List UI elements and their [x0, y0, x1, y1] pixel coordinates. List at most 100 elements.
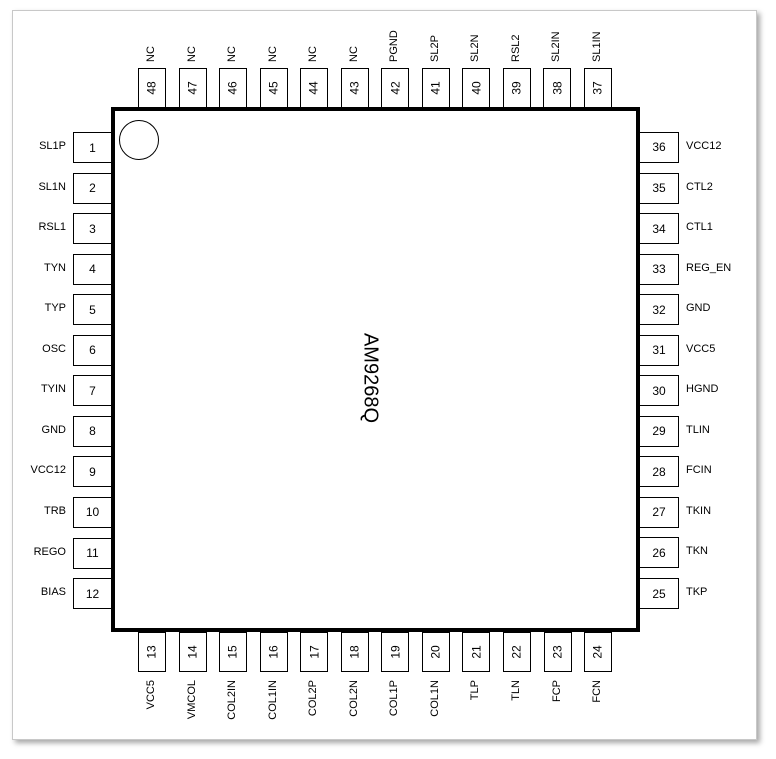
- pin-label: REG_EN: [686, 261, 732, 274]
- pin-number: 43: [347, 81, 362, 95]
- pin-number: 28: [652, 464, 666, 479]
- pin-number: 31: [652, 343, 666, 358]
- pin-number: 1: [89, 140, 96, 155]
- pin-number: 19: [388, 645, 403, 659]
- pin-label: SL2P: [428, 35, 441, 62]
- pin-label: NC: [347, 46, 360, 62]
- pin-label: NC: [226, 46, 239, 62]
- pin-label: SL2IN: [550, 31, 563, 62]
- pin-25: 25: [639, 578, 679, 609]
- pin-number: 23: [550, 645, 565, 659]
- pin-number: 4: [89, 262, 96, 277]
- pin-label: TLN: [509, 680, 522, 701]
- pin-number: 13: [144, 645, 159, 659]
- pin-number: 38: [550, 81, 565, 95]
- pin-42: 42: [381, 68, 410, 108]
- pin-label: TLP: [469, 680, 482, 701]
- pin-number: 12: [85, 586, 100, 601]
- pin-41: 41: [421, 68, 450, 108]
- pin-label: SL2N: [469, 34, 482, 62]
- pin-3: 3: [73, 213, 112, 245]
- pin-18: 18: [340, 632, 369, 672]
- pin-number: 7: [89, 383, 96, 398]
- pin-label: SL1IN: [591, 31, 603, 62]
- pin-16: 16: [259, 632, 288, 672]
- pin-number: 26: [652, 545, 666, 560]
- chip-body: [111, 107, 640, 632]
- pin-number: 32: [652, 302, 666, 317]
- pin-number: 47: [185, 81, 200, 95]
- pin-number: 25: [652, 586, 666, 601]
- pin-label: TKIN: [686, 504, 712, 517]
- pin-27: 27: [639, 496, 679, 528]
- pin-number: 30: [652, 383, 666, 398]
- pin-number: 14: [185, 645, 200, 659]
- pin-label: CTL1: [686, 221, 713, 234]
- pin-label: BIAS: [40, 586, 66, 599]
- pin-label: GND: [41, 423, 66, 436]
- pin-43: 43: [340, 68, 369, 108]
- pin-label: TYIN: [40, 383, 66, 396]
- pin-14: 14: [178, 632, 207, 672]
- pin-number: 42: [388, 81, 403, 95]
- pin-36: 36: [639, 131, 679, 163]
- pin-label: PGND: [388, 30, 401, 62]
- pin-30: 30: [639, 375, 679, 407]
- pin-label: COL2N: [347, 680, 360, 717]
- pin-label: REGO: [33, 545, 66, 558]
- pin-label: COL2P: [307, 680, 320, 717]
- pin-33: 33: [639, 253, 679, 285]
- pin-label: COL2IN: [226, 680, 239, 720]
- pin-26: 26: [639, 537, 679, 569]
- pin-label: HGND: [686, 383, 719, 396]
- pin-label: VCC5: [145, 680, 157, 710]
- pin-6: 6: [73, 334, 112, 366]
- chip-name: AM9268Q: [359, 332, 382, 424]
- pin-number: 29: [652, 424, 666, 439]
- pin-1: 1: [73, 132, 112, 163]
- pin-label: RSL2: [509, 34, 522, 62]
- pin-label: SL1N: [38, 180, 66, 193]
- pin-number: 11: [86, 546, 99, 560]
- pin-label: COL1P: [388, 680, 401, 717]
- pin-35: 35: [639, 172, 679, 204]
- pin-10: 10: [73, 496, 112, 528]
- pin-number: 44: [307, 81, 322, 95]
- pin-22: 22: [502, 632, 531, 672]
- pin-number: 33: [652, 262, 666, 277]
- pin-label: RSL1: [38, 221, 66, 234]
- pin-label: TLIN: [686, 423, 710, 436]
- pin-label: TYN: [44, 261, 66, 274]
- pin-number: 46: [226, 81, 241, 95]
- pin1-marker: [119, 120, 159, 160]
- pin-39: 39: [502, 68, 531, 108]
- pin-29: 29: [639, 415, 679, 447]
- pin-number: 39: [509, 81, 524, 95]
- pin-label: NC: [307, 46, 320, 62]
- pin-46: 46: [219, 68, 248, 108]
- pin-31: 31: [639, 334, 679, 366]
- pin-24: 24: [584, 632, 613, 672]
- pin-13: 13: [138, 632, 166, 672]
- pin-number: 6: [89, 343, 96, 358]
- pin-label: TYP: [44, 302, 66, 315]
- pin-label: CTL2: [686, 180, 713, 193]
- pin-17: 17: [300, 632, 329, 672]
- pin-23: 23: [543, 632, 572, 672]
- pin-number: 34: [652, 221, 666, 236]
- pin-number: 36: [652, 140, 666, 155]
- pin-12: 12: [73, 578, 112, 610]
- pin-number: 24: [591, 645, 606, 659]
- pin-20: 20: [421, 632, 450, 672]
- pin-number: 21: [469, 645, 484, 659]
- pin-label: NC: [266, 46, 279, 62]
- pin-number: 40: [469, 81, 484, 95]
- pin-label: VCC12: [30, 464, 66, 477]
- pin-number: 22: [509, 645, 524, 659]
- pin-label: NC: [185, 46, 198, 62]
- pin-label: VCC5: [686, 342, 716, 355]
- pin-label: GND: [686, 302, 711, 315]
- pin-11: 11: [73, 537, 112, 569]
- pin-15: 15: [219, 632, 248, 672]
- pin-label: NC: [144, 46, 157, 62]
